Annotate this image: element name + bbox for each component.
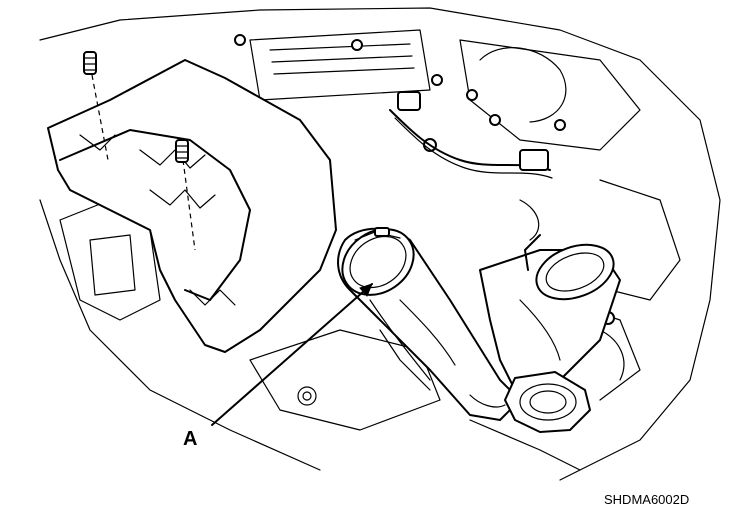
cover-bolts	[83, 51, 189, 163]
wiring-harness	[389, 91, 553, 271]
hose-clamp	[354, 227, 401, 241]
callout-a-leader	[211, 283, 373, 426]
air-cleaner-cover	[47, 59, 337, 353]
figure-code: SHDMA6002D	[604, 492, 690, 507]
callout-a-label: A	[183, 428, 198, 450]
bolt-guides	[91, 74, 196, 251]
resonator-cap	[504, 371, 591, 433]
throttle-elbow	[479, 243, 621, 401]
